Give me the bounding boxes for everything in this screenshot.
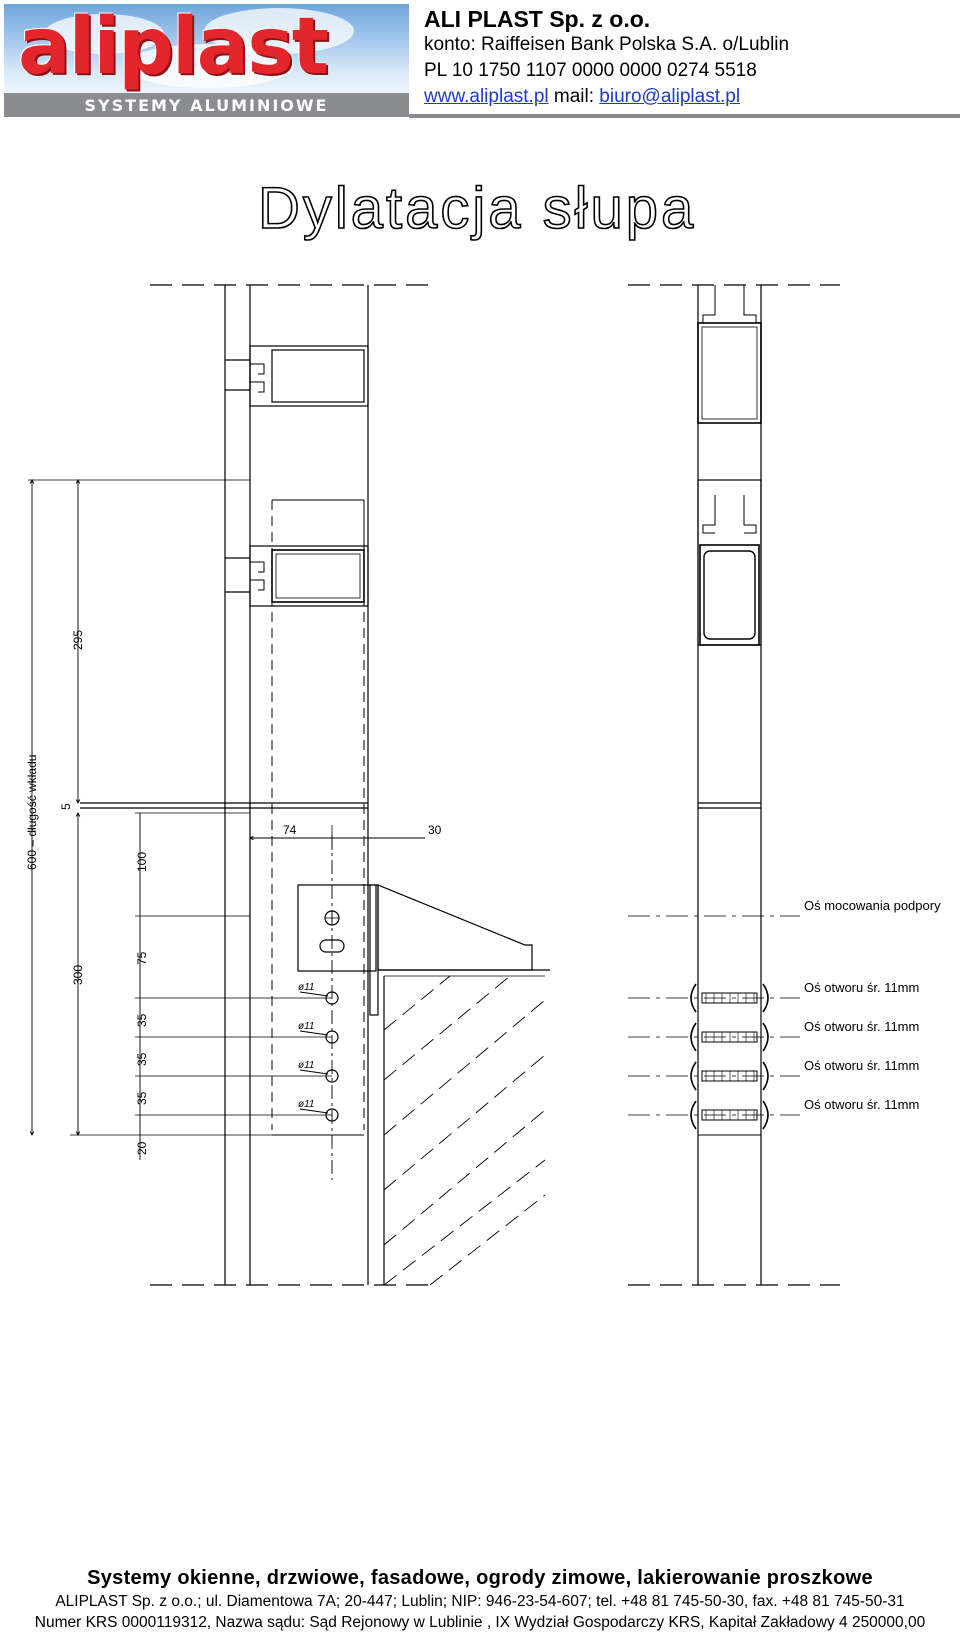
hole-label-3: ø11 — [298, 1060, 315, 1071]
dimension-labels: 600 – długość wkładu 295 5 300 100 75 35… — [25, 630, 442, 1155]
dim-35c: 35 — [135, 1091, 149, 1105]
bolts — [690, 983, 769, 1130]
note-hole-4: Oś otworu śr. 11mm — [804, 1097, 919, 1112]
header-rule — [409, 114, 960, 118]
technical-drawing: Dylatacja słupa — [25, 175, 941, 1286]
aliplast-logo: aliplast SYSTEMY ALUMINIOWE — [4, 4, 409, 117]
dim-300: 300 — [71, 965, 85, 985]
dim-600: 600 – długość wkładu — [25, 755, 39, 870]
note-support-axis: Oś mocowania podpory — [804, 898, 941, 913]
footer-address: ALIPLAST Sp. z o.o.; ul. Diamentowa 7A; … — [55, 1593, 905, 1610]
left-view — [28, 284, 550, 1286]
lower-transom — [249, 545, 369, 607]
drawing-title: Dylatacja słupa — [258, 176, 696, 241]
contact-line: www.aliplast.pl mail: biuro@aliplast.pl — [424, 84, 789, 110]
page-footer: Systemy okienne, drzwiowe, fasadowe, ogr… — [0, 1565, 960, 1633]
footer-krs: Numer KRS 0000119312, Nazwa sądu: Sąd Re… — [34, 1614, 926, 1631]
website-link[interactable]: www.aliplast.pl — [424, 86, 549, 107]
note-hole-3: Oś otworu śr. 11mm — [804, 1058, 919, 1073]
insert-outline — [271, 500, 365, 1130]
bank-line: konto: Raiffeisen Bank Polska S.A. o/Lub… — [424, 34, 790, 55]
dim-75: 75 — [135, 951, 149, 965]
note-hole-2: Oś otworu śr. 11mm — [804, 1019, 919, 1034]
support-console — [377, 884, 533, 971]
logo-band: SYSTEMY ALUMINIOWE — [4, 93, 409, 117]
dim-35b: 35 — [135, 1052, 149, 1066]
account-line: PL 10 1750 1107 0000 0000 0274 5518 — [424, 60, 757, 81]
bolt-1 — [690, 983, 769, 1013]
dim-20: 20 — [135, 1141, 149, 1155]
dim-295: 295 — [71, 630, 85, 650]
email-link[interactable]: biuro@aliplast.pl — [599, 86, 741, 107]
company-info: ALI PLAST Sp. z o.o. konto: Raiffeisen B… — [424, 6, 789, 110]
upper-profile — [697, 322, 762, 424]
hole-labels: ø11 ø11 ø11 ø11 — [298, 982, 315, 1110]
logo-subtitle: SYSTEMY ALUMINIOWE — [84, 95, 329, 115]
hole-label-1: ø11 — [298, 982, 315, 993]
bolt-2 — [690, 1022, 769, 1052]
dim-74: 74 — [283, 823, 297, 837]
page-header: aliplast SYSTEMY ALUMINIOWE ALI PLAST Sp… — [0, 0, 960, 120]
wall-hatch — [383, 975, 546, 1286]
logo-wordmark: aliplast — [18, 4, 329, 92]
upper-transom — [249, 345, 369, 407]
axis-notes: Oś mocowania podpory Oś otworu śr. 11mm … — [804, 898, 941, 1112]
company-name: ALI PLAST Sp. z o.o. — [424, 6, 651, 32]
dim-35a: 35 — [135, 1013, 149, 1027]
dim-5: 5 — [59, 803, 73, 810]
right-view — [628, 284, 840, 1286]
dim-30: 30 — [428, 823, 442, 837]
bracket-plate — [297, 884, 377, 972]
note-hole-1: Oś otworu śr. 11mm — [804, 980, 919, 995]
hole-label-4: ø11 — [298, 1099, 315, 1110]
insert-profile — [697, 479, 762, 646]
dim-100: 100 — [135, 852, 149, 872]
mail-label: mail: — [553, 86, 595, 107]
footer-tagline: Systemy okienne, drzwiowe, fasadowe, ogr… — [87, 1567, 873, 1589]
bolt-4 — [690, 1100, 769, 1130]
bolt-3 — [690, 1061, 769, 1091]
hole-label-2: ø11 — [298, 1021, 315, 1032]
